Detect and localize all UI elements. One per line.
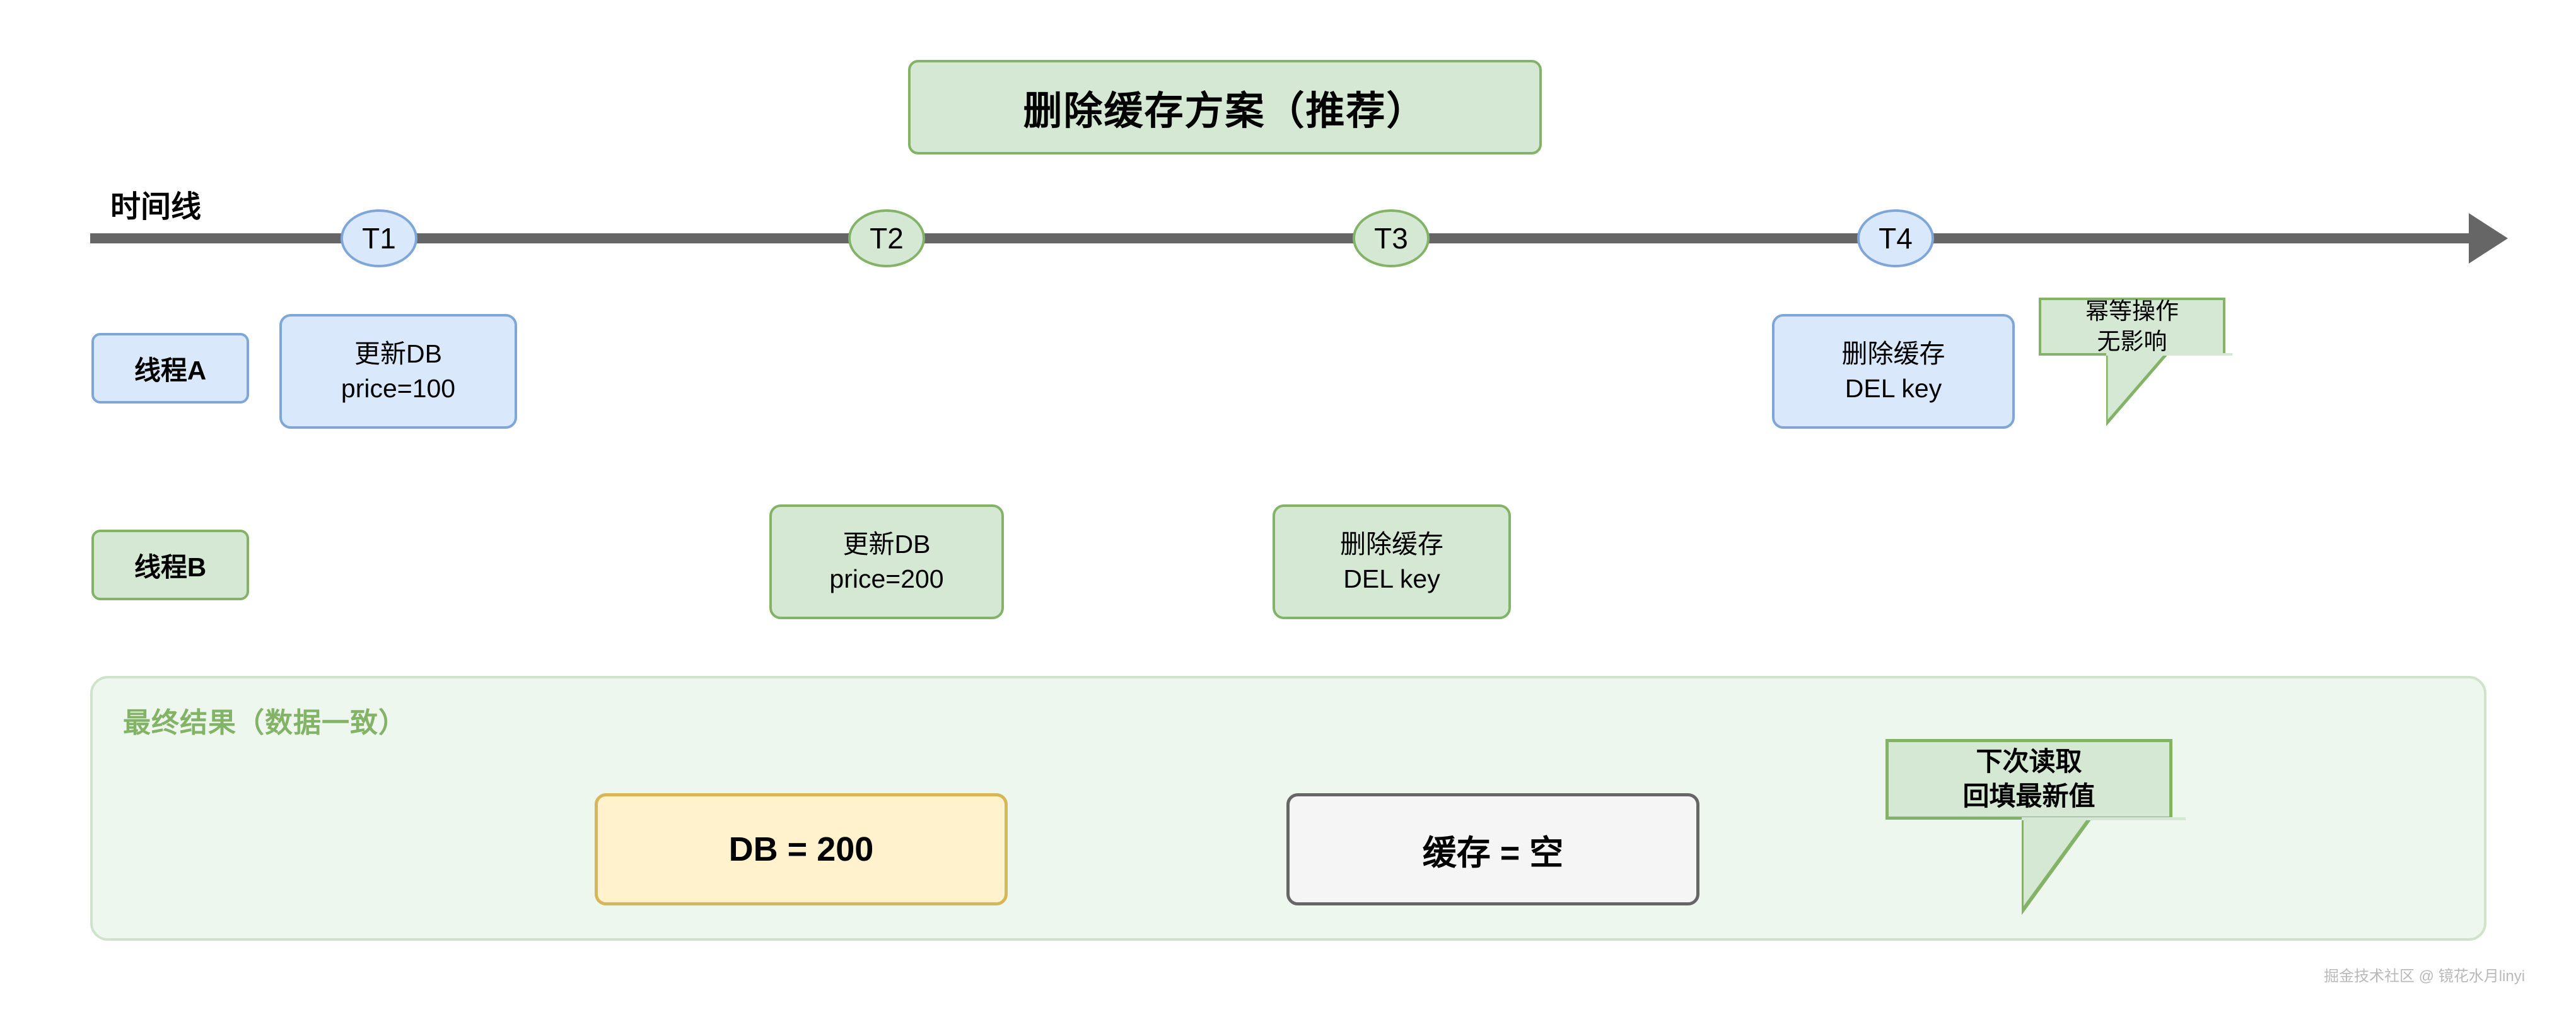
- action-a-update-db-line2: price=100: [341, 374, 456, 403]
- result-cache-box: 缓存 = 空: [1286, 793, 1699, 905]
- callout-idempotent: 幂等操作 无影响: [2039, 298, 2225, 356]
- action-b-update-db[interactable]: 更新DB price=200: [769, 504, 1004, 619]
- action-a-del-cache-line1: 删除缓存: [1841, 339, 1945, 369]
- timeline-node-t4[interactable]: T4: [1857, 209, 1934, 267]
- action-b-update-db-line1: 更新DB: [842, 530, 931, 559]
- action-a-update-db[interactable]: 更新DB price=100: [279, 314, 517, 429]
- callout-idempotent-tail-icon: [2106, 353, 2232, 426]
- lane-label-thread-b: 线程B: [91, 530, 249, 600]
- timeline-node-t3[interactable]: T3: [1353, 209, 1430, 267]
- callout-next-read: 下次读取 回填最新值: [1885, 739, 2172, 820]
- action-b-del-cache-line2: DEL key: [1343, 564, 1440, 593]
- timeline-axis: [90, 233, 2480, 243]
- action-a-update-db-line1: 更新DB: [354, 339, 442, 369]
- action-b-update-db-line2: price=200: [829, 564, 944, 593]
- callout-next-read-line2: 回填最新值: [1962, 781, 2095, 811]
- watermark: 掘金技术社区 @ 镜花水月linyi: [2324, 968, 2526, 985]
- timeline-label: 时间线: [110, 190, 202, 224]
- callout-idempotent-line1: 幂等操作: [2085, 298, 2179, 324]
- arrow-right-icon: [2469, 213, 2508, 264]
- action-b-del-cache[interactable]: 删除缓存 DEL key: [1273, 504, 1511, 619]
- result-db-box: DB = 200: [595, 793, 1008, 905]
- timeline-node-t1[interactable]: T1: [341, 209, 417, 267]
- lane-label-thread-a: 线程A: [91, 333, 249, 404]
- callout-idempotent-line2: 无影响: [2097, 329, 2167, 354]
- page-title: 删除缓存方案（推荐）: [908, 60, 1542, 154]
- action-a-del-cache-line2: DEL key: [1845, 374, 1942, 403]
- result-panel-title: 最终结果（数据一致）: [123, 707, 407, 738]
- action-a-del-cache[interactable]: 删除缓存 DEL key: [1772, 314, 2015, 429]
- timeline-node-t2[interactable]: T2: [848, 209, 925, 267]
- callout-next-read-line1: 下次读取: [1976, 747, 2082, 777]
- action-b-del-cache-line1: 删除缓存: [1340, 530, 1443, 559]
